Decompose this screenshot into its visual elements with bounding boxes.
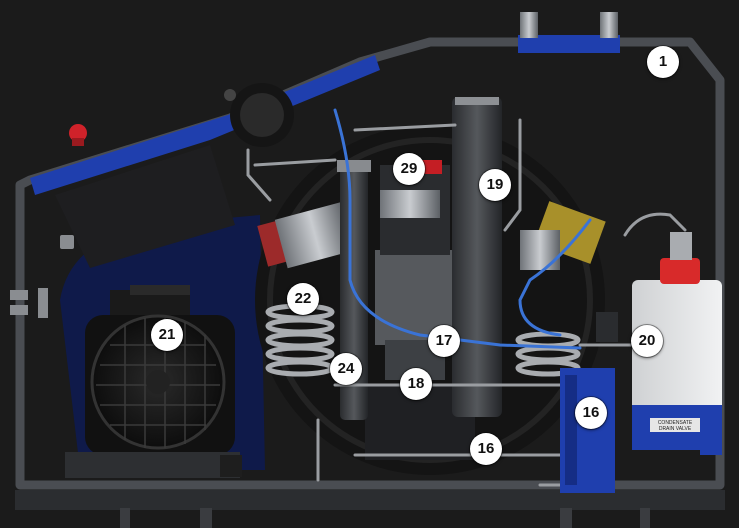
electric-motor: [65, 285, 242, 478]
top-fittings: [518, 12, 620, 53]
drain-bracket: [560, 368, 615, 493]
control-box: [55, 145, 235, 268]
callout-18: 18: [400, 368, 432, 400]
final-separator: [452, 97, 502, 417]
side-hinges: [10, 288, 48, 318]
callout-21: 21: [151, 319, 183, 351]
bottom-right-mount: [700, 420, 722, 455]
callout-17: 17: [428, 325, 460, 357]
cable-gland: [60, 235, 74, 249]
control-lid: [30, 55, 380, 195]
callout-29: 29: [393, 153, 425, 185]
callout-22: 22: [287, 283, 319, 315]
tank-label-line1: CONDENSATE: [658, 420, 693, 426]
stage-cylinder-right: [520, 201, 606, 270]
callout-20: 20: [631, 325, 663, 357]
stage-cylinder-left: [257, 201, 356, 269]
tank-label-line2: DRAIN VALVE: [659, 426, 692, 432]
pressure-fitting: [596, 312, 618, 342]
emergency-stop-icon: [69, 124, 87, 142]
base-frame: [15, 490, 725, 528]
callout-24: 24: [330, 353, 362, 385]
callout-1: 1: [647, 46, 679, 78]
callout-16-bracket: 16: [575, 397, 607, 429]
piping: [246, 108, 687, 487]
callout-19: 19: [479, 169, 511, 201]
callout-16-pipe: 16: [470, 433, 502, 465]
